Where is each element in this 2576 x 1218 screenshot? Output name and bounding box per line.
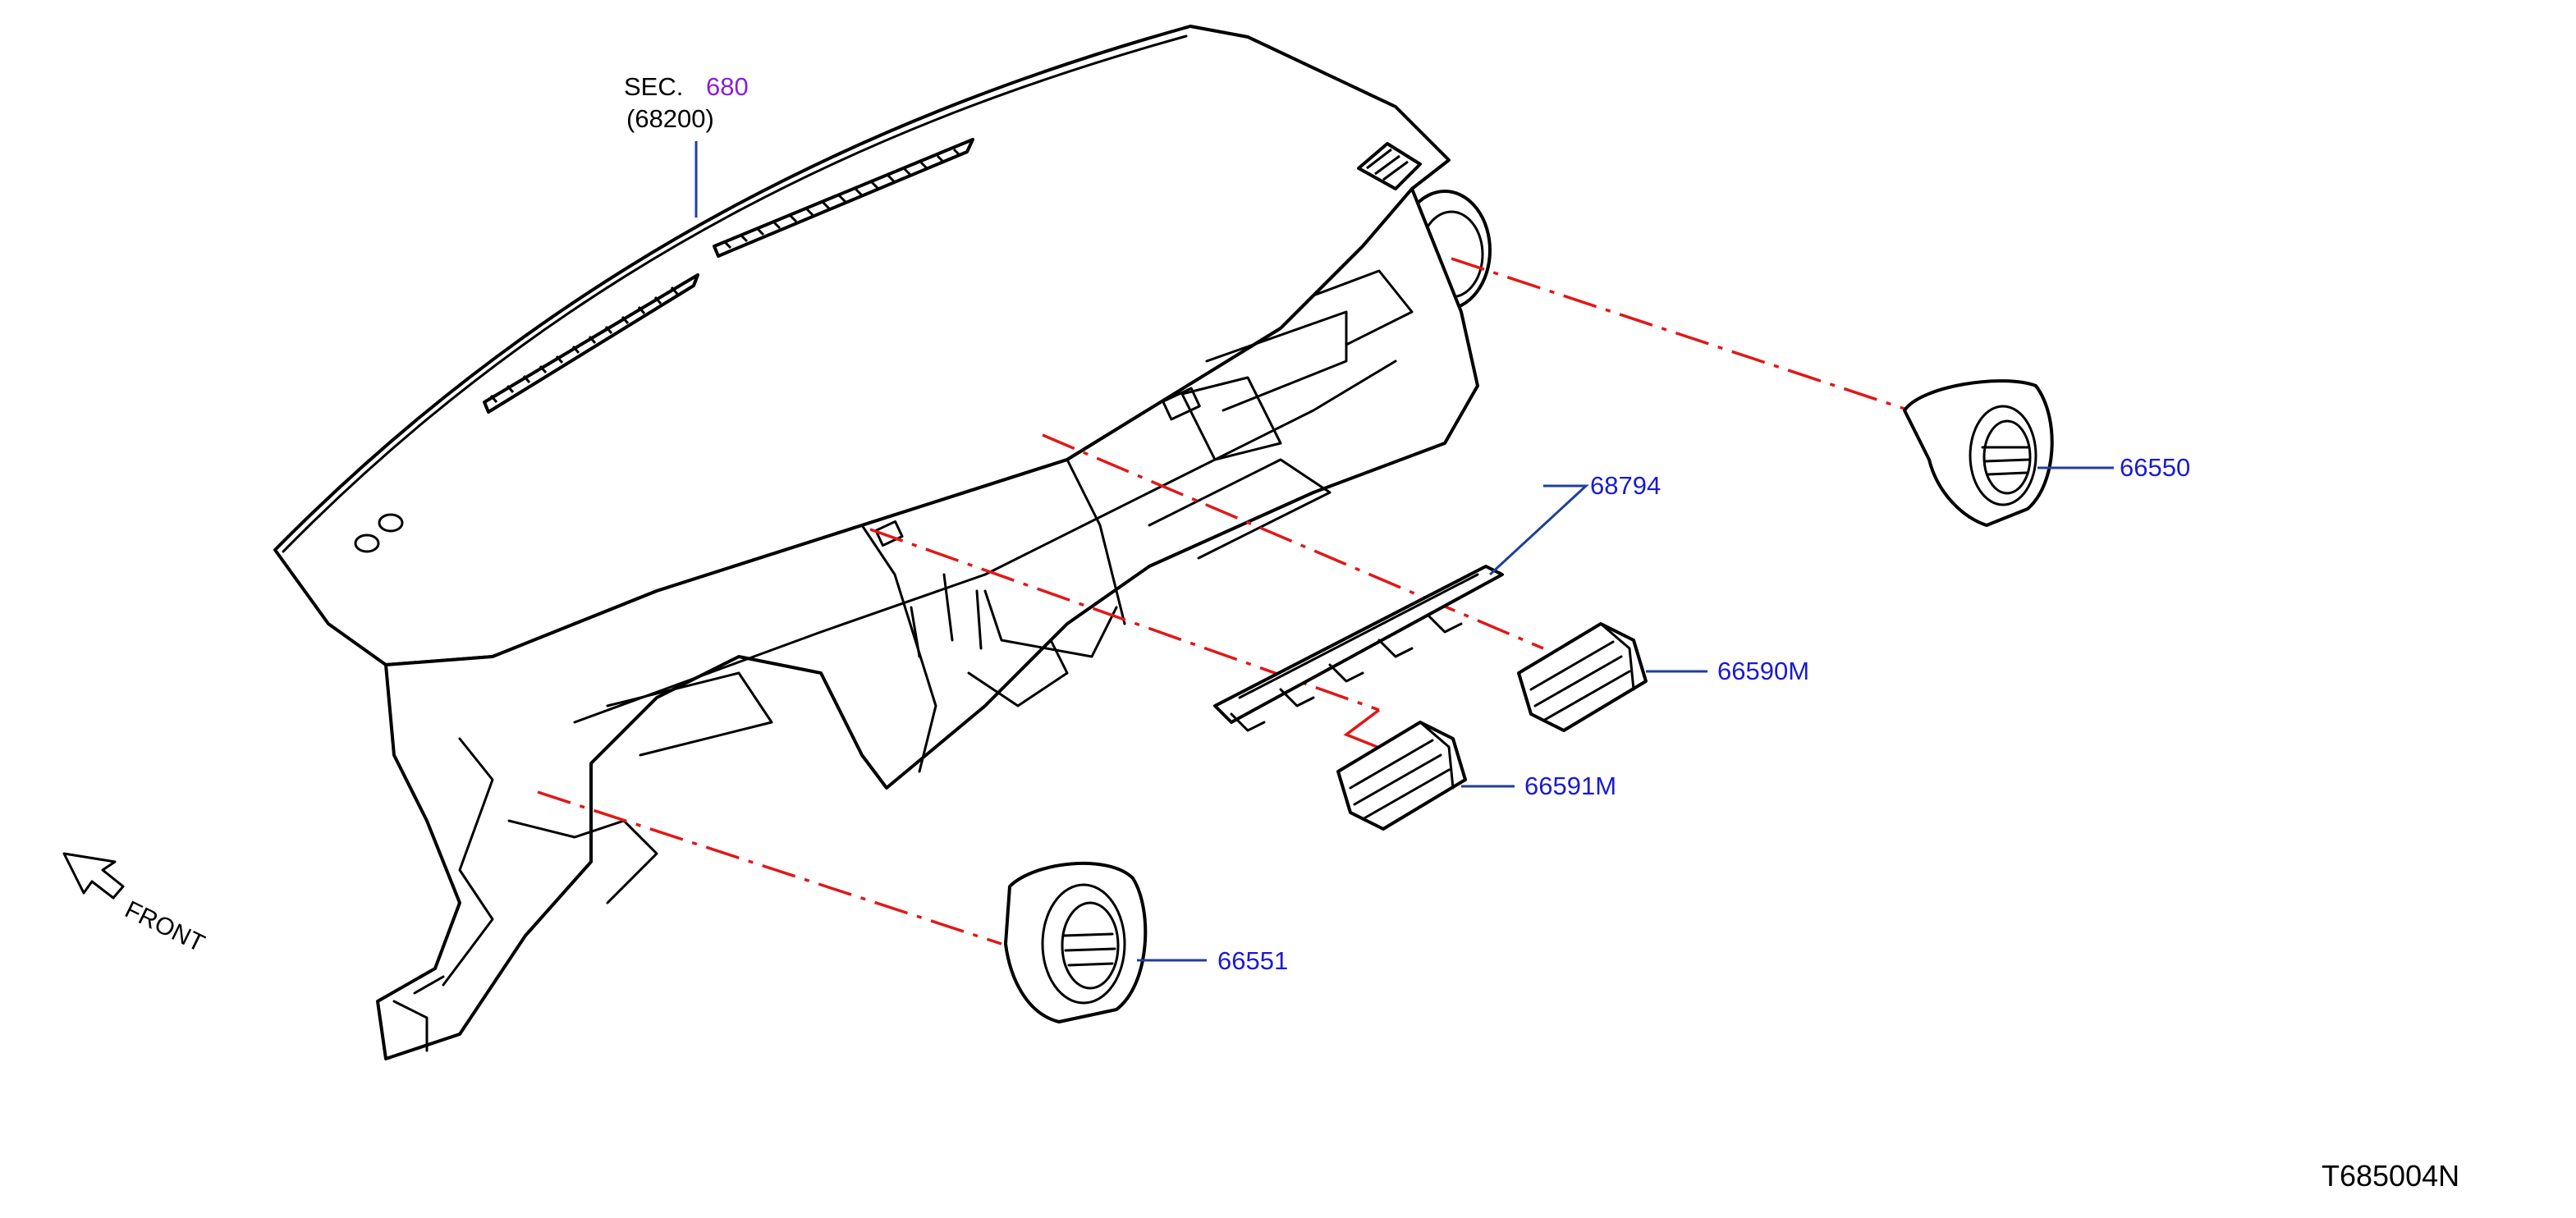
diagram-code: T685004N [2322,1159,2459,1193]
center-vent-right-66590M[interactable] [1517,622,1648,732]
callout-66590M[interactable]: 66590M [1717,657,1809,685]
callout-66551[interactable]: 66551 [1217,946,1288,975]
front-indicator: FRONT [62,852,209,958]
center-vent-left-66591M[interactable] [1336,721,1467,831]
instrument-panel-assembly [273,25,1492,1060]
section-prefix: SEC. [624,72,683,101]
vent-bracket-68794[interactable] [1213,565,1504,732]
section-number-link[interactable]: 680 [706,72,749,101]
front-label: FRONT [121,896,209,958]
defroster-grille-left [483,273,699,414]
side-vent-right-66550[interactable] [1903,379,2054,527]
section-reference[interactable]: SEC. 680 (68200) [624,72,749,133]
side-vent-left-66551[interactable] [1004,861,1148,1023]
callout-68794[interactable]: 68794 [1590,471,1661,500]
callout-leaders [694,141,2114,962]
front-arrow-icon [62,852,125,900]
callout-66591M[interactable]: 66591M [1524,772,1616,800]
section-part-number: (68200) [626,104,714,133]
installation-lines [537,257,1905,946]
callout-66550[interactable]: 66550 [2120,453,2190,482]
